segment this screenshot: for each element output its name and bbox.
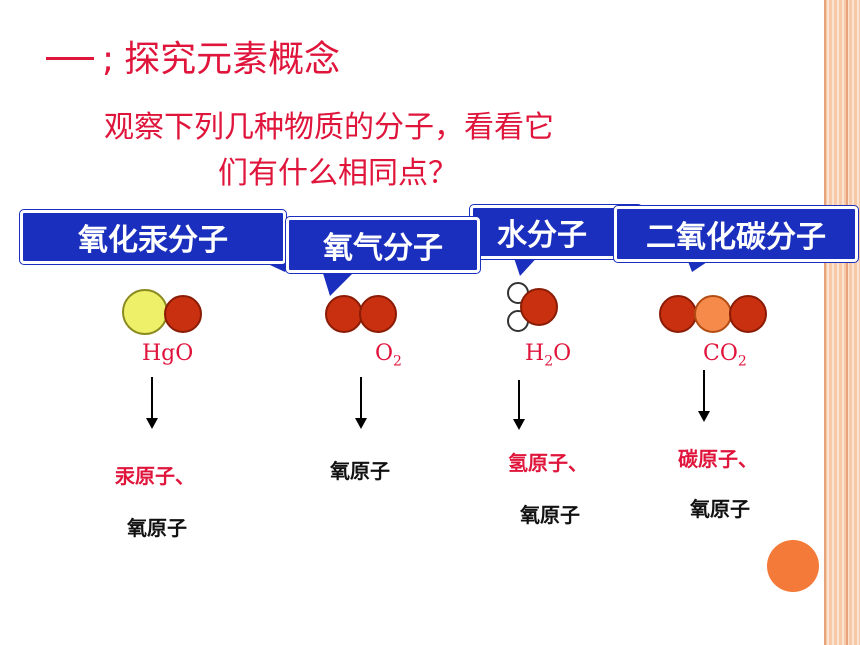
carbon-atom — [694, 295, 732, 333]
oxygen-atom-o2-2 — [359, 295, 397, 333]
oxygen-atom-o2-1 — [325, 295, 363, 333]
callout-mercury-oxide-label: 氧化汞分子 — [78, 223, 228, 258]
label-oxygen-atom-o2: 氧原子 — [330, 459, 390, 483]
arrow-down-co2 — [698, 370, 710, 422]
title-text: 探究元素概念 — [124, 39, 341, 80]
callout-water-label: 水分子 — [497, 218, 587, 253]
question-line-1: 观察下列几种物质的分子，看看它 — [104, 110, 554, 145]
formula-h2o: H2O — [525, 341, 571, 369]
arrow-down-o2 — [355, 377, 367, 429]
formula-hgo: HgO — [142, 341, 193, 366]
callout-carbon-dioxide-molecule: 二氧化碳分子 — [614, 206, 858, 262]
formula-h2o-pre: H — [525, 341, 545, 366]
label-oxygen-atom-hgo: 氧原子 — [127, 516, 187, 540]
callout-mercury-oxide-molecule: 氧化汞分子 — [20, 210, 286, 264]
oxygen-atom-co2-2 — [729, 295, 767, 333]
oxygen-atom-h2o — [520, 288, 558, 326]
label-oxygen-atom-co2: 氧原子 — [690, 497, 750, 521]
label-oxygen-atom-h2o: 氧原子 — [520, 503, 580, 527]
title-prefix: ; — [102, 39, 115, 80]
arrow-down-hgo — [146, 377, 158, 429]
decorative-stripe — [824, 0, 860, 645]
title-dash — [46, 56, 94, 60]
stripe-line-left — [824, 0, 826, 645]
stripe-line-right — [846, 0, 848, 645]
formula-hgo-text: HgO — [142, 341, 194, 366]
mercury-atom — [122, 289, 168, 335]
formula-h2o-post: O — [553, 341, 572, 366]
arrow-down-h2o — [513, 380, 525, 430]
callout-tail-o2 — [322, 270, 356, 296]
callout-water-molecule: 水分子 — [470, 205, 642, 259]
formula-h2o-subscript: 2 — [544, 353, 554, 370]
oxygen-atom-co2-1 — [659, 295, 697, 333]
formula-o2-subscript: 2 — [393, 353, 402, 370]
callout-carbon-dioxide-label: 二氧化碳分子 — [646, 220, 826, 255]
oxygen-atom-hgo — [164, 295, 202, 333]
decorative-orange-circle — [767, 540, 819, 592]
label-hydrogen-atom: 氢原子、 — [508, 451, 588, 475]
slide-title: ;探究元素概念 — [46, 30, 340, 82]
formula-o2: O2 — [375, 341, 402, 369]
formula-co2-subscript: 2 — [737, 353, 747, 370]
formula-co2-text: CO — [703, 341, 738, 366]
formula-o2-text: O — [375, 341, 394, 366]
callout-oxygen-label: 氧气分子 — [323, 231, 443, 266]
label-carbon-atom: 碳原子、 — [678, 447, 758, 471]
label-mercury-atom: 汞原子、 — [115, 464, 195, 488]
question-line-2: 们有什么相同点？ — [218, 156, 458, 191]
callout-oxygen-molecule: 氧气分子 — [286, 217, 480, 273]
formula-co2: CO2 — [703, 341, 747, 369]
